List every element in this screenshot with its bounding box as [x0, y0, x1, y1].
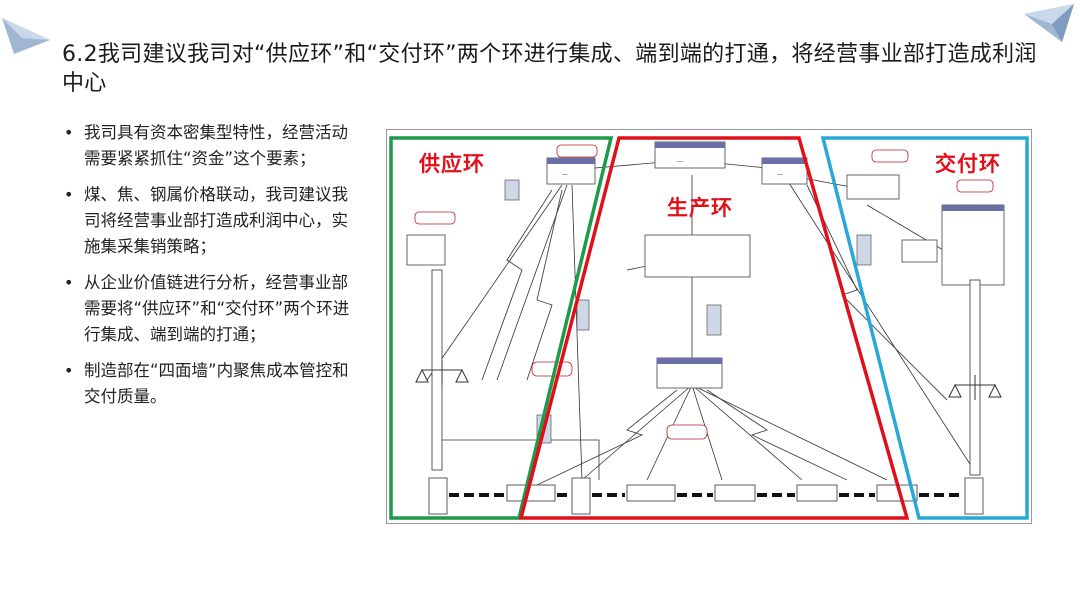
- bullet-dot: •: [64, 273, 74, 292]
- bullet-dot: •: [64, 361, 74, 380]
- bullet-item: • 我司具有资本密集型特性，经营活动需要紧紧抓住“资金”这个要素；: [62, 120, 362, 172]
- bullet-item: • 从企业价值链进行分析，经营事业部需要将“供应环”和“交付环”两个环进行集成、端…: [62, 270, 362, 348]
- zone-label-supply: 供应环: [419, 152, 485, 176]
- bullet-dot: •: [64, 185, 74, 204]
- bullet-text: 从企业价值链进行分析，经营事业部需要将“供应环”和“交付环”两个环进行集成、端到…: [84, 273, 350, 344]
- value-stream-drawing: — — —: [389, 136, 1029, 520]
- diagram-micro-text: —: [562, 171, 568, 178]
- bullet-item: • 制造部在“四面墙”内聚焦成本管控和交付质量。: [62, 358, 362, 410]
- bullet-text: 制造部在“四面墙”内聚焦成本管控和交付质量。: [84, 361, 349, 406]
- page-title: 6.2我司建议我司对“供应环”和“交付环”两个环进行集成、端到端的打通，将经营事…: [62, 42, 1037, 96]
- paper-plane-icon-left: [2, 18, 50, 54]
- diagram-micro-text: —: [677, 158, 683, 165]
- diagram-micro-text: —: [777, 171, 783, 178]
- paper-plane-icon-right: [1024, 4, 1074, 42]
- value-stream-diagram: — — —: [386, 129, 1032, 524]
- bullet-text: 我司具有资本密集型特性，经营活动需要紧紧抓住“资金”这个要素；: [84, 123, 348, 168]
- bullet-item: • 煤、焦、钢属价格联动，我司建议我司将经营事业部打造成利润中心，实施集采集销策略…: [62, 182, 362, 260]
- bullet-list: • 我司具有资本密集型特性，经营活动需要紧紧抓住“资金”这个要素； • 煤、焦、钢属…: [62, 120, 362, 420]
- zone-label-production: 生产环: [667, 196, 733, 220]
- zone-label-delivery: 交付环: [935, 152, 1001, 176]
- bullet-dot: •: [64, 123, 74, 142]
- bullet-text: 煤、焦、钢属价格联动，我司建议我司将经营事业部打造成利润中心，实施集采集销策略；: [84, 185, 348, 256]
